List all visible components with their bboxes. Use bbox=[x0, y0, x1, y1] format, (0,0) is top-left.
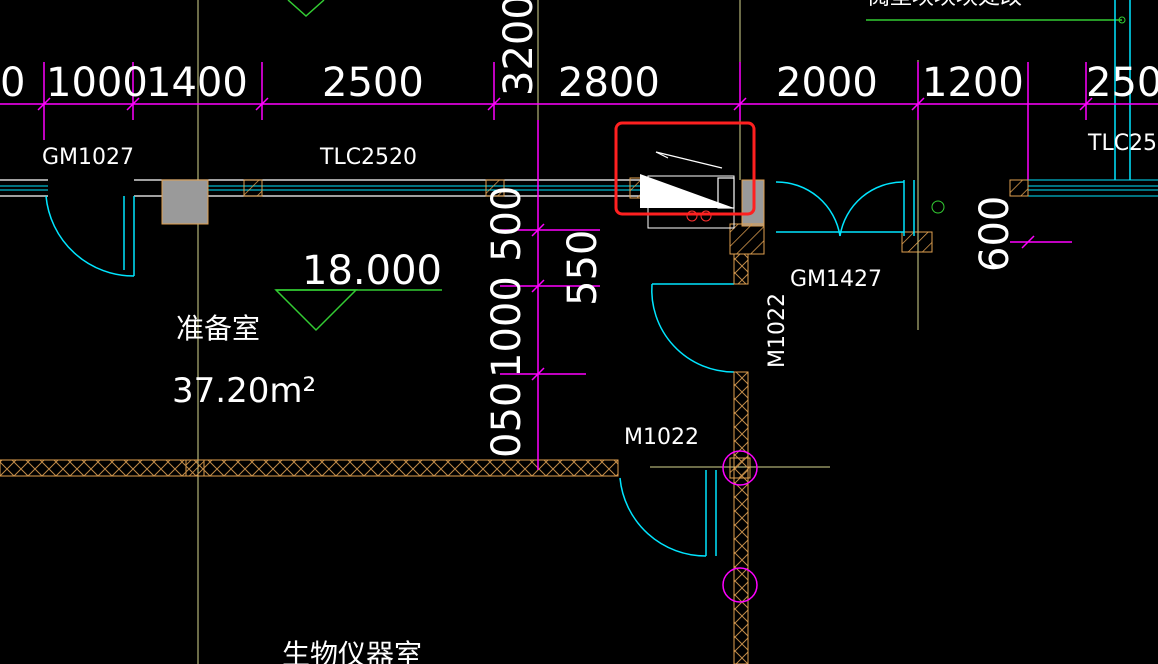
wall-vertical-right-upper bbox=[733, 253, 749, 285]
top-marker-icon bbox=[1118, 16, 1126, 24]
dim-1400: 1400 bbox=[146, 60, 248, 106]
door-gm1427 bbox=[775, 180, 915, 237]
highlighted-element[interactable] bbox=[640, 151, 735, 229]
elevation-mark-top-icon bbox=[287, 0, 325, 18]
dim-1200: 1200 bbox=[922, 60, 1024, 106]
diagonal-stroke bbox=[655, 151, 723, 169]
label-tlc2520: TLC2520 bbox=[319, 145, 417, 170]
highlight-box[interactable] bbox=[614, 121, 756, 216]
hatch-block-5 bbox=[901, 231, 933, 253]
dim-600-vertical: 600 bbox=[972, 196, 1018, 272]
window-glass-lines bbox=[0, 179, 1158, 197]
red-circle-icon-1 bbox=[686, 210, 698, 222]
door-m1022-lower bbox=[619, 470, 717, 557]
white-triangle bbox=[640, 174, 734, 208]
label-m1022-vertical: M1022 bbox=[765, 293, 790, 368]
dim-550-vertical: 550 bbox=[560, 230, 606, 306]
top-partial-text: 阅型坎坎坎处改 bbox=[868, 0, 1022, 10]
column-left bbox=[161, 179, 209, 225]
dim-1000-vertical: 1000 bbox=[484, 276, 530, 378]
dim-3200-vertical: 3200 bbox=[496, 0, 542, 96]
hatch-block-1 bbox=[243, 179, 263, 197]
door-gm1027 bbox=[45, 195, 135, 277]
dim-2000: 2000 bbox=[776, 60, 878, 106]
wall-vertical-right bbox=[733, 371, 749, 664]
dim-2500: 2500 bbox=[322, 60, 424, 106]
wall-horizontal-lower bbox=[0, 459, 619, 477]
hatch-block-4 bbox=[729, 223, 765, 255]
diagonal-stroke-2 bbox=[655, 151, 669, 159]
dim-1000: 1000 bbox=[46, 60, 148, 106]
room-name-prep: 准备室 bbox=[176, 312, 260, 345]
door-m1022-upper bbox=[651, 283, 735, 373]
green-circle-icon bbox=[931, 200, 945, 214]
hatch-block-2 bbox=[485, 179, 505, 197]
red-circle-icon-2 bbox=[700, 210, 712, 222]
hatch-block-6 bbox=[1009, 179, 1029, 197]
label-gm1027: GM1027 bbox=[42, 145, 134, 170]
white-rect bbox=[717, 177, 735, 209]
dim-0: 0 bbox=[0, 60, 25, 106]
top-dimensions: 0 1000 1400 2500 2800 2000 1200 250 bbox=[0, 60, 1158, 106]
hatch-block-wall bbox=[729, 457, 751, 479]
dim-250: 250 bbox=[1086, 60, 1158, 106]
vertical-dimension-lines bbox=[500, 120, 1072, 470]
room-area-prep: 37.20m² bbox=[172, 371, 316, 411]
dimension-line bbox=[0, 62, 1158, 180]
dim-2800: 2800 bbox=[558, 60, 660, 106]
dim-050-vertical: 050 bbox=[484, 382, 530, 458]
window-wall-lines bbox=[0, 179, 640, 197]
axis-circle-2 bbox=[722, 567, 758, 603]
room-name-bio: 生物仪器室 bbox=[282, 638, 422, 664]
dim-500-vertical: 500 bbox=[484, 186, 530, 262]
elevation-value: 18.000 bbox=[302, 248, 442, 294]
axis-circle-1 bbox=[722, 450, 758, 486]
elevation-mark bbox=[274, 289, 442, 332]
label-gm1427: GM1427 bbox=[790, 267, 882, 292]
label-m1022: M1022 bbox=[624, 425, 699, 450]
label-tlc25: TLC25 bbox=[1087, 131, 1157, 156]
